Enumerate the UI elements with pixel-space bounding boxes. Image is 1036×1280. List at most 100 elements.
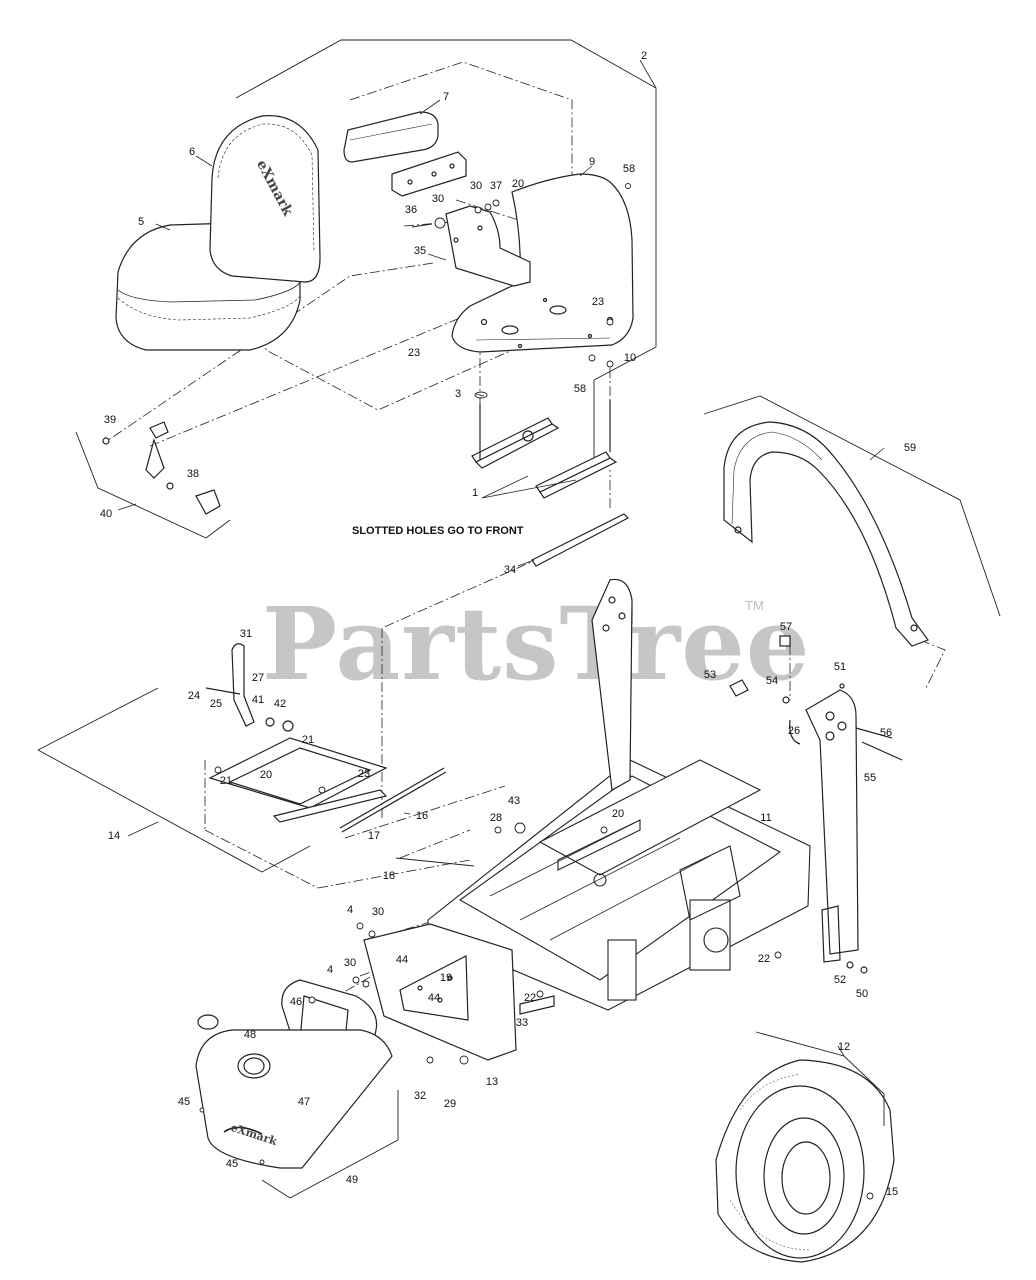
callout-35: 35 <box>413 245 427 257</box>
callout-4: 4 <box>346 904 354 916</box>
watermark-trademark: TM <box>745 598 764 613</box>
callout-22: 22 <box>757 953 771 965</box>
callout-34: 34 <box>503 564 517 576</box>
callout-33: 33 <box>515 1017 529 1029</box>
callout-32: 32 <box>413 1090 427 1102</box>
main-frame <box>427 759 811 1011</box>
callout-45: 45 <box>225 1158 239 1170</box>
bracket-33 <box>519 995 555 1015</box>
callout-30: 30 <box>371 906 385 918</box>
frame-upright-left <box>591 578 633 791</box>
callout-17: 17 <box>367 830 381 842</box>
callout-46: 46 <box>289 996 303 1008</box>
callout-2: 2 <box>640 50 648 62</box>
callout-20: 20 <box>511 178 525 190</box>
callout-22: 22 <box>523 992 537 1004</box>
console-cover <box>195 1029 393 1169</box>
armrest-bracket <box>391 151 467 197</box>
pivot-hardware <box>729 635 903 974</box>
callout-3: 3 <box>454 388 462 400</box>
watermark-text: PartsTree <box>262 585 811 703</box>
callout-20: 20 <box>259 769 273 781</box>
callout-55: 55 <box>863 772 877 784</box>
callout-45: 45 <box>177 1096 191 1108</box>
callout-56: 56 <box>879 727 893 739</box>
loose-hardware <box>199 766 874 1200</box>
seat-mount-bracket <box>445 205 531 287</box>
callout-30: 30 <box>343 957 357 969</box>
rops-hoop <box>723 421 929 647</box>
callout-13: 13 <box>485 1076 499 1088</box>
callout-59: 59 <box>903 442 917 454</box>
seat-slide-rails <box>471 400 618 499</box>
callout-10: 10 <box>623 352 637 364</box>
callout-30: 30 <box>469 180 483 192</box>
callout-57: 57 <box>779 621 793 633</box>
leader-lines <box>117 59 885 1057</box>
callout-47: 47 <box>297 1096 311 1108</box>
callout-25: 25 <box>209 698 223 710</box>
callout-50: 50 <box>855 988 869 1000</box>
callout-40: 40 <box>99 508 113 520</box>
callout-14: 14 <box>107 830 121 842</box>
callout-23: 23 <box>407 347 421 359</box>
callout-26: 26 <box>787 725 801 737</box>
callout-28: 28 <box>489 812 503 824</box>
callout-21: 21 <box>301 734 315 746</box>
callout-20: 20 <box>611 808 625 820</box>
callout-23: 23 <box>357 768 371 780</box>
callout-49: 49 <box>345 1174 359 1186</box>
rear-tire <box>715 1059 895 1263</box>
callout-44: 44 <box>427 992 441 1004</box>
seat-strap <box>531 513 630 567</box>
callout-31: 31 <box>239 628 253 640</box>
callout-12: 12 <box>837 1041 851 1053</box>
cover-group-bracket <box>261 1090 399 1199</box>
callout-53: 53 <box>703 669 717 681</box>
callout-27: 27 <box>251 672 265 684</box>
callout-9: 9 <box>588 156 596 168</box>
callout-23: 23 <box>591 296 605 308</box>
control-mount-frame <box>208 737 447 833</box>
callout-16: 16 <box>415 810 429 822</box>
callout-6: 6 <box>188 146 196 158</box>
control-lever <box>205 643 294 732</box>
callout-39: 39 <box>103 414 117 426</box>
callout-52: 52 <box>833 974 847 986</box>
callout-48: 48 <box>243 1029 257 1041</box>
seat-back <box>209 115 321 283</box>
callout-18: 18 <box>382 870 396 882</box>
callout-5: 5 <box>137 216 145 228</box>
callout-58: 58 <box>573 383 587 395</box>
assembly-note: SLOTTED HOLES GO TO FRONT <box>352 525 524 537</box>
callout-29: 29 <box>443 1098 457 1110</box>
callout-30: 30 <box>431 193 445 205</box>
callout-15: 15 <box>885 1186 899 1198</box>
seat-belt <box>102 421 221 515</box>
seat-hardware <box>411 183 631 399</box>
callout-11: 11 <box>760 812 772 824</box>
control-group-bracket <box>37 687 311 873</box>
callout-38: 38 <box>186 468 200 480</box>
rops-bracket <box>703 395 1001 617</box>
callout-7: 7 <box>442 91 450 103</box>
callout-4: 4 <box>326 964 334 976</box>
callout-43: 43 <box>507 795 521 807</box>
callout-44: 44 <box>395 954 409 966</box>
callout-19: 19 <box>439 972 453 984</box>
seat-belt-bracket <box>75 431 231 539</box>
frame-upright-right <box>805 689 859 963</box>
side-panel <box>363 923 517 1061</box>
callout-54: 54 <box>765 675 779 687</box>
callout-21: 21 <box>219 775 233 787</box>
callout-1: 1 <box>471 487 479 499</box>
callout-24: 24 <box>187 690 201 702</box>
armrest-pad <box>343 111 439 163</box>
callout-42: 42 <box>273 698 287 710</box>
callout-36: 36 <box>404 204 418 216</box>
callout-41: 41 <box>251 694 265 706</box>
tire-bracket <box>755 1031 885 1126</box>
callout-58: 58 <box>622 163 636 175</box>
